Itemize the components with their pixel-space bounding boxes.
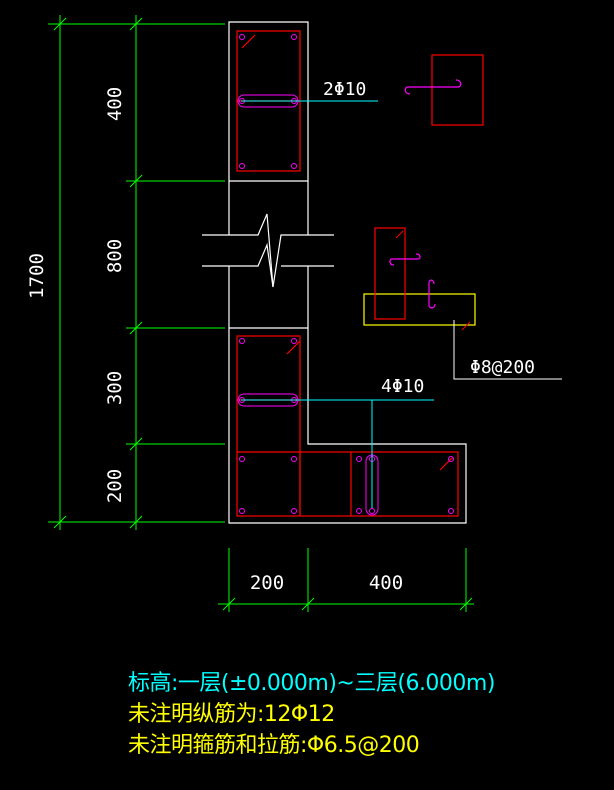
lower-rebar	[236, 335, 459, 517]
note-elevation: 标高:一层(±0.000m)~三层(6.000m)	[128, 671, 495, 696]
tie-hook-detail	[404, 54, 484, 126]
callout-texts: 2Φ10 4Φ10 Φ8@200	[323, 79, 535, 397]
callout-stirrup: Φ8@200	[470, 357, 535, 378]
dim-segment-400: 400	[104, 87, 126, 121]
dim-segment-200: 200	[104, 469, 126, 503]
stirrup-detail	[363, 227, 562, 380]
dim-segment-300: 300	[104, 371, 126, 405]
callout-top-bars: 2Φ10	[323, 79, 366, 100]
dimension-texts: 1700 400 800 300 200 200 400	[26, 87, 403, 594]
general-notes: 标高:一层(±0.000m)~三层(6.000m) 未注明纵筋为:12Φ12 未…	[128, 668, 598, 761]
dim-segment-800: 800	[104, 239, 126, 273]
note-longitudinal-bars: 未注明纵筋为:12Φ12	[128, 702, 335, 727]
dim-width-200: 200	[250, 572, 284, 594]
leader-lines	[241, 100, 434, 508]
note-stirrups: 未注明箍筋和拉筋:Φ6.5@200	[128, 733, 420, 758]
callout-lower-bars: 4Φ10	[381, 376, 424, 397]
wall-outline	[202, 21, 467, 524]
dimension-lines	[48, 15, 474, 612]
dim-width-400: 400	[369, 572, 403, 594]
dim-total-1700: 1700	[26, 253, 48, 299]
lower-bars	[237, 338, 454, 516]
